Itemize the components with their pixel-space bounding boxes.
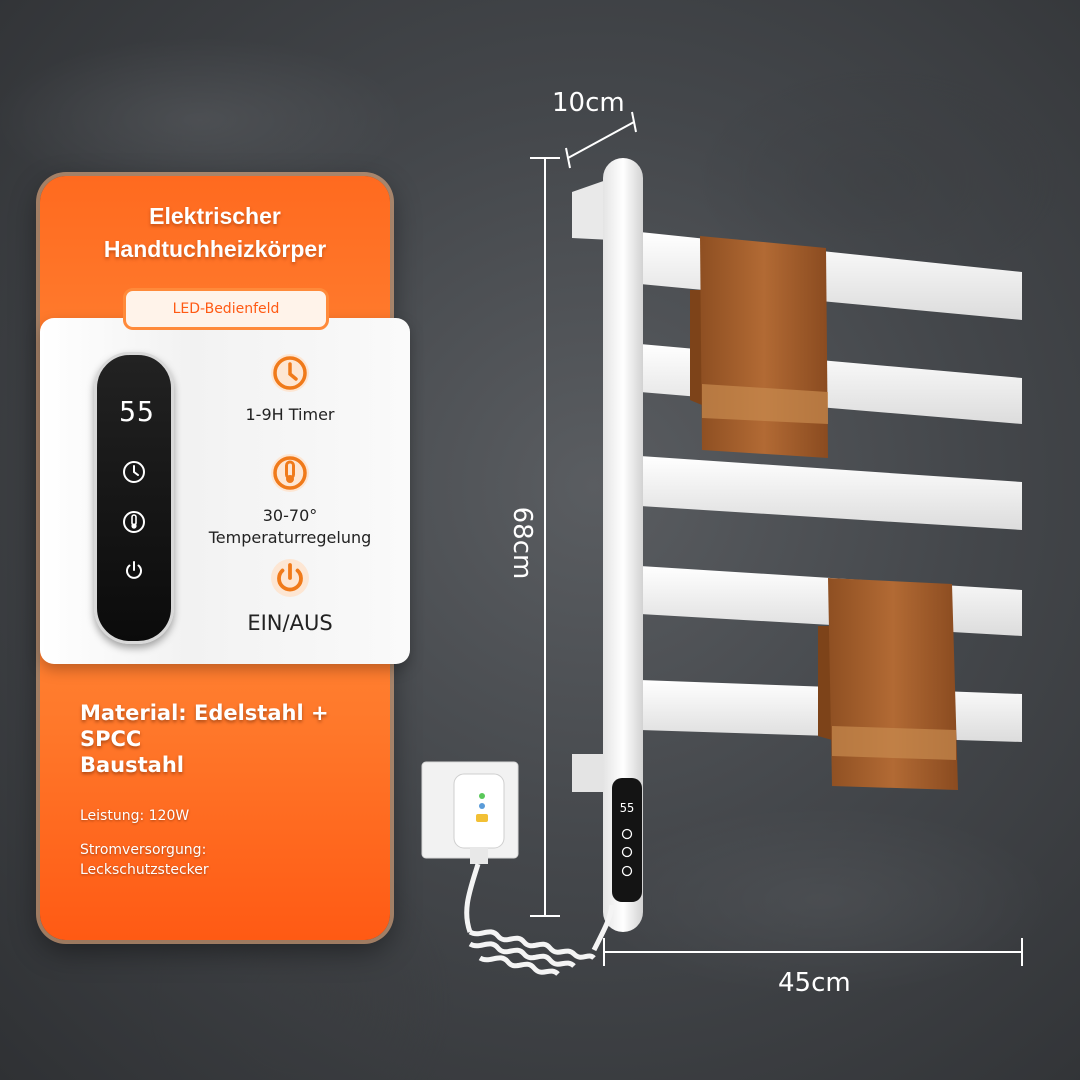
material-line2: SPCC bbox=[80, 727, 142, 751]
clock-icon bbox=[621, 828, 633, 840]
led-control-panel: 55 bbox=[94, 352, 174, 644]
feature-timer-line1: 1-9H Timer bbox=[245, 405, 335, 424]
height-dimension-label: 68cm bbox=[507, 506, 537, 580]
feature-power-label: EIN/AUS bbox=[190, 612, 390, 634]
power-icon bbox=[126, 561, 142, 579]
wall-socket-plug bbox=[421, 761, 519, 864]
feature-power-line1: EIN/AUS bbox=[247, 611, 333, 635]
product-display-value: 55 bbox=[620, 801, 634, 815]
power-spec: Leistung: 120W bbox=[80, 808, 190, 824]
width-dimension-label: 45cm bbox=[778, 968, 851, 998]
towel-bottom bbox=[818, 578, 958, 790]
thermometer-icon bbox=[123, 511, 145, 533]
feature-temperature-line1: 30-70° bbox=[262, 506, 318, 525]
dimension-lines bbox=[530, 111, 1023, 966]
feature-temperature-line2: Temperaturregelung bbox=[208, 528, 372, 547]
clock-icon bbox=[271, 354, 309, 392]
clock-icon bbox=[123, 461, 145, 483]
depth-dimension-label: 10cm bbox=[552, 88, 625, 118]
material-line3: Baustahl bbox=[80, 753, 184, 777]
heater-pole: 55 bbox=[603, 158, 643, 932]
power-icon bbox=[621, 865, 633, 877]
supply-line2: Leckschutzstecker bbox=[80, 862, 209, 878]
thermometer-icon bbox=[271, 454, 309, 492]
card-title-line2: Handtuchheizkörper bbox=[103, 236, 327, 262]
card-title: Elektrischer Handtuchheizkörper bbox=[40, 200, 390, 266]
feature-temperature-label: 30-70° Temperaturregelung bbox=[190, 505, 390, 549]
power-icon bbox=[271, 559, 309, 597]
panel-label-badge: LED-Bedienfeld bbox=[123, 288, 329, 330]
towel-top bbox=[690, 236, 828, 458]
display-value: 55 bbox=[119, 395, 155, 428]
power-supply-spec: Stromversorgung: Leckschutzstecker bbox=[80, 840, 370, 880]
feature-timer-label: 1-9H Timer bbox=[190, 404, 390, 426]
thermometer-icon bbox=[621, 846, 633, 858]
card-title-line1: Elektrischer bbox=[149, 203, 281, 229]
supply-line1: Stromversorgung: bbox=[80, 842, 207, 858]
material-spec: Material: Edelstahl + SPCC Baustahl bbox=[80, 700, 380, 778]
material-line1: Material: Edelstahl + bbox=[80, 701, 329, 725]
coiled-cable bbox=[464, 863, 615, 977]
